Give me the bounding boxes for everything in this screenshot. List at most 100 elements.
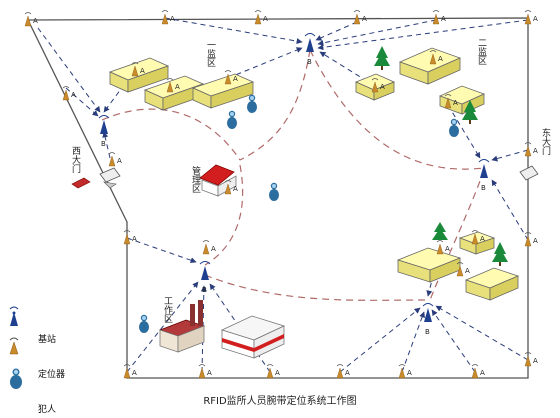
work-area-buildings <box>158 300 286 359</box>
locator-icon: A <box>456 262 470 277</box>
locator-tag-label: A <box>445 245 450 253</box>
locator-icon: A <box>371 78 385 93</box>
base-station-tag-label: B <box>307 58 312 66</box>
locator-icon: A <box>432 10 446 25</box>
base-station-icon: B <box>199 261 211 294</box>
west-gate <box>99 167 121 189</box>
legend-base-station-icon <box>9 306 19 326</box>
locator-icon: A <box>24 12 38 27</box>
base-station-tag-label: B <box>101 140 106 148</box>
locator-tag-label: A <box>132 369 137 377</box>
locator-tag-label: A <box>345 369 350 377</box>
locator-tag-label: A <box>33 17 38 25</box>
locator-icon: A <box>353 10 367 25</box>
locator-icon: A <box>202 240 216 255</box>
locator-tag-label: A <box>480 235 485 243</box>
base-stations-layer: B B B B B <box>98 33 490 336</box>
zone1-label: 一监区 <box>205 40 215 67</box>
locator-icon: A <box>336 364 350 379</box>
base-station-icon: B <box>304 33 316 66</box>
locator-icon: A <box>123 230 137 245</box>
locator-tag-label: A <box>175 83 180 91</box>
locator-tag-label: A <box>533 147 538 155</box>
locator-tag-label: A <box>465 267 470 275</box>
vehicle <box>71 177 91 189</box>
locator-tag-label: A <box>275 369 280 377</box>
legend-base-station-label: 基站 <box>38 335 57 345</box>
locator-icon: A <box>429 50 443 65</box>
base-station-tag-label: B <box>202 286 207 294</box>
legend-prisoner-icon <box>10 368 22 389</box>
prisoner-icon <box>227 110 237 129</box>
legend-locator-icon <box>9 337 19 355</box>
zone1-buildings <box>108 57 255 111</box>
locator-tag-label: A <box>480 369 485 377</box>
zone2-buildings <box>354 47 486 115</box>
locator-icon: A <box>198 364 212 379</box>
locator-icon: A <box>108 152 122 167</box>
prisoner-icon <box>269 182 279 201</box>
locator-icon: A <box>524 142 538 157</box>
locators-layer: A A A A A A A A A A A A A A A A A A A A A A A A A A A A A <box>24 10 538 379</box>
legend-locator-label: 定位器 <box>38 370 66 380</box>
locator-tag-label: A <box>233 185 238 193</box>
locator-icon: A <box>398 364 412 379</box>
base-station-tag-label: B <box>481 184 486 192</box>
locator-icon: A <box>524 352 538 367</box>
lower-right-buildings <box>396 231 520 301</box>
locator-icon: A <box>224 180 238 195</box>
management-label: 管理区 <box>190 166 200 193</box>
locator-tag-label: A <box>71 91 76 99</box>
work-area-label: 工作区 <box>162 296 172 323</box>
legend <box>9 306 22 389</box>
trees <box>374 46 508 266</box>
zone2-label: 二监区 <box>476 38 486 65</box>
base-station-icon: B <box>98 115 110 148</box>
locator-icon: A <box>471 230 485 245</box>
west-gate-label: 西大门 <box>70 146 80 173</box>
locator-tag-label: A <box>533 15 538 23</box>
locator-icon: A <box>266 364 280 379</box>
locator-icon: A <box>254 10 268 25</box>
locator-icon: A <box>166 78 180 93</box>
locator-icon: A <box>131 62 145 77</box>
management-building <box>199 164 237 197</box>
locator-icon: A <box>436 240 450 255</box>
base-station-tag-label: B <box>425 328 430 336</box>
locator-icon: A <box>524 232 538 247</box>
locator-icon: A <box>444 94 458 109</box>
prisoner-icon <box>247 94 257 113</box>
locator-icon: A <box>524 10 538 25</box>
locator-icon: A <box>123 364 137 379</box>
locator-icon: A <box>161 10 175 25</box>
locator-tag-label: A <box>533 237 538 245</box>
east-gate <box>519 165 539 181</box>
base-station-icon: B <box>478 159 490 192</box>
legend-prisoner-label: 犯人 <box>38 405 57 415</box>
locator-tag-label: A <box>441 15 446 23</box>
locator-tag-label: A <box>117 157 122 165</box>
locator-tag-label: A <box>533 357 538 365</box>
locator-tag-label: A <box>438 55 443 63</box>
locator-tag-label: A <box>211 245 216 253</box>
locator-tag-label: A <box>207 369 212 377</box>
locator-tag-label: A <box>132 235 137 243</box>
locator-tag-label: A <box>140 67 145 75</box>
locator-icon: A <box>62 86 76 101</box>
locator-tag-label: A <box>170 15 175 23</box>
prisoners-layer <box>139 94 459 333</box>
locator-tag-label: A <box>380 83 385 91</box>
locator-tag-label: A <box>407 369 412 377</box>
locator-tag-label: A <box>233 75 238 83</box>
prisoner-icon <box>139 314 149 333</box>
prisoner-icon <box>449 118 459 137</box>
coverage-links <box>101 49 485 301</box>
perimeter-wall <box>27 17 529 379</box>
locator-tag-label: A <box>263 15 268 23</box>
locator-icon: A <box>471 364 485 379</box>
locator-tag-label: A <box>362 15 367 23</box>
diagram-caption: RFID监所人员腕带定位系统工作图 <box>203 396 357 407</box>
locator-icon: A <box>224 70 238 85</box>
